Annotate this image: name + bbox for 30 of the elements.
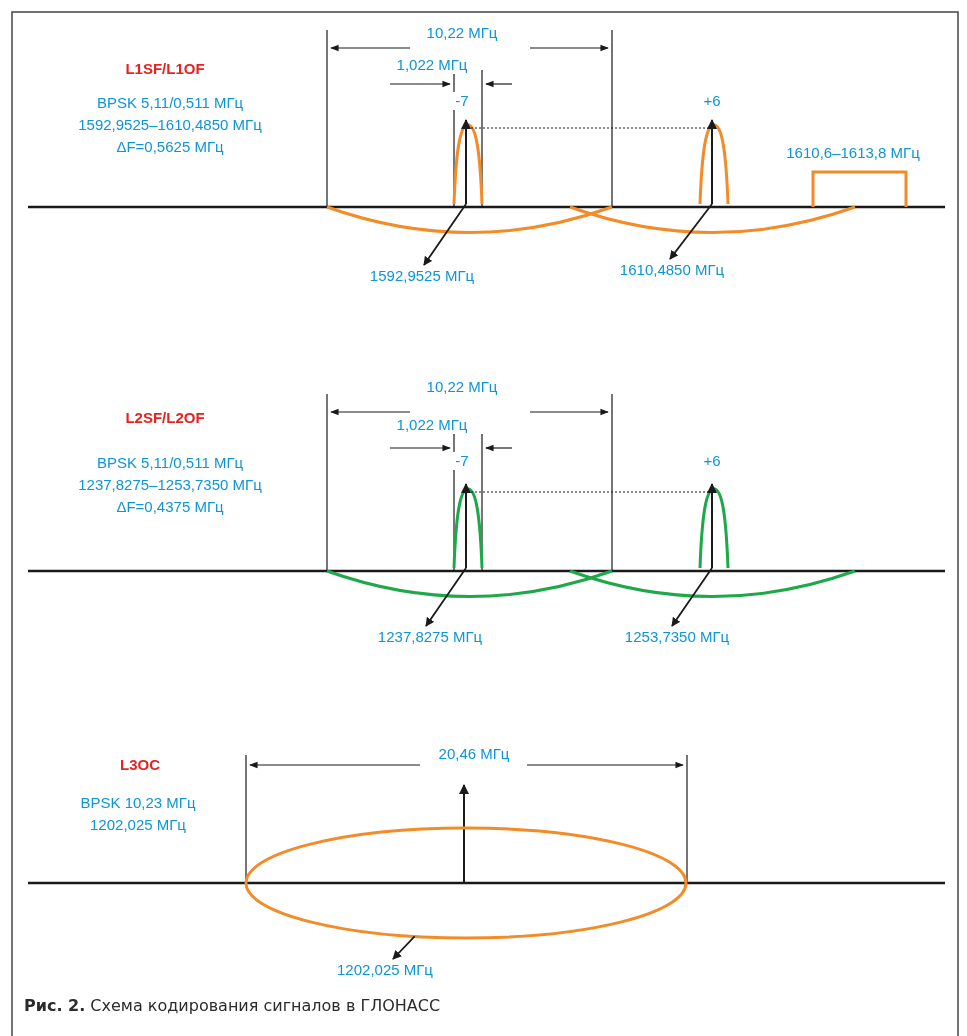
signal-parameter: BPSK 5,11/0,511 МГц [96, 94, 244, 112]
frequency-label: 1237,8275 МГц [377, 628, 483, 646]
leader-arrow [392, 935, 416, 960]
leader-arrow [669, 203, 713, 260]
leader-arrow [423, 203, 467, 266]
frequency-range: 1592,9525–1610,4850 МГц [78, 116, 262, 134]
frequency-spacing: ΔF=0,4375 МГц [116, 498, 224, 516]
spectrum-lobe [452, 119, 484, 205]
spectrum-lobe [698, 483, 730, 569]
leader-arrow [425, 567, 467, 627]
signal-parameter: BPSK 10,23 МГц [80, 794, 196, 812]
channel-name: L2SF/L2OF [125, 409, 205, 427]
figure-caption: Рис. 2. Схема кодирования сигналов в ГЛОНАСС [24, 996, 441, 1015]
frequency-label: 1202,025 МГц [337, 961, 433, 979]
spectrum-lobe [698, 119, 730, 205]
center-frequency: 1202,025 МГц [90, 816, 186, 834]
signal-parameter: BPSK 5,11/0,511 МГц [96, 454, 244, 472]
channel-name: L3OC [120, 756, 160, 774]
frequency-range: 1237,8275–1253,7350 МГц [78, 476, 262, 494]
spectrum-lobe [452, 483, 484, 569]
frequency-label: 1592,9525 МГц [369, 267, 475, 285]
channel-number: +6 [703, 452, 721, 470]
spectrum-ellipse [244, 826, 688, 940]
frequency-band-label: 1610,6–1613,8 МГц [786, 144, 920, 162]
frequency-spacing: ΔF=0,5625 МГц [116, 138, 224, 156]
channel-number: +6 [703, 92, 721, 110]
frequency-label: 1253,7350 МГц [624, 628, 730, 646]
channel-name: L1SF/L1OF [125, 60, 205, 78]
frequency-label: 1610,4850 МГц [619, 261, 725, 279]
leader-arrow [671, 567, 713, 627]
